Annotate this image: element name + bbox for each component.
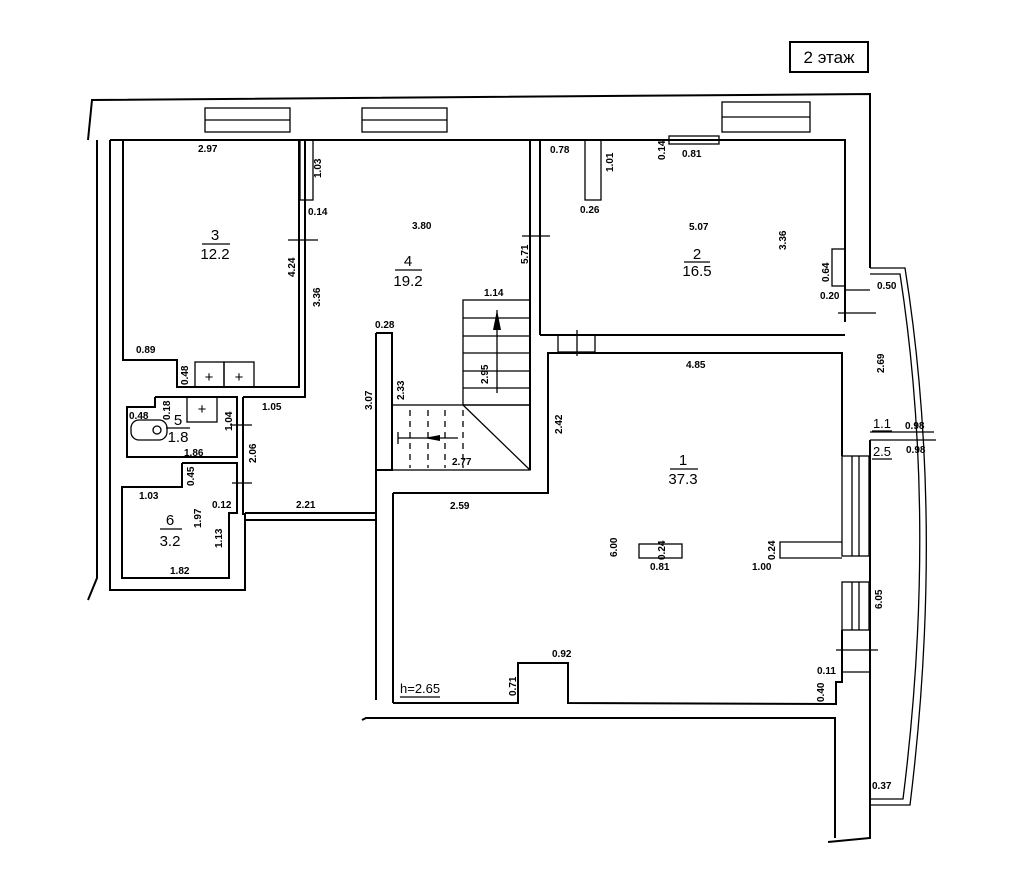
dimension-label: 2.77 — [452, 457, 472, 468]
dimension-label: 6 — [166, 512, 174, 529]
dimension-label: 1.05 — [262, 402, 282, 413]
dimension-label: 2.5 — [873, 444, 891, 459]
dimension-label: 0.78 — [550, 145, 570, 156]
dimension-label: 0.48 — [180, 365, 191, 385]
dimension-label: 1.13 — [214, 528, 225, 548]
dimension-label: + — [235, 369, 244, 386]
ceiling-height: h=2.65 — [400, 681, 440, 696]
sink-fixture — [223, 361, 255, 388]
dimension-label: 3.36 — [312, 287, 323, 307]
dimension-label: 4 — [404, 253, 412, 270]
dimension-label: 0.50 — [877, 281, 897, 292]
dimension-label: 37.3 — [668, 471, 697, 488]
dimension-label: 1.8 — [168, 429, 189, 446]
dimension-label: 0.48 — [129, 411, 149, 422]
room-4: 4 19.2 — [245, 140, 550, 703]
dimension-label: 2.97 — [198, 144, 218, 155]
dimension-label: 0.64 — [821, 262, 832, 282]
dimension-label: + — [198, 401, 207, 418]
dimension-label: 0.28 — [375, 320, 395, 331]
dimension-label: 2.42 — [554, 414, 565, 434]
floor-title: 2 этаж — [789, 41, 869, 73]
dimension-label: 1.03 — [313, 158, 324, 178]
dimension-label: 2.33 — [396, 380, 407, 400]
dimension-label: 0.26 — [580, 205, 600, 216]
dimension-label: 3.80 — [412, 221, 432, 232]
dimension-label: 0.81 — [650, 562, 670, 573]
balcony: 1.1 2.5 — [870, 267, 936, 806]
dimension-label: 0.45 — [186, 466, 197, 486]
dimension-label: 6.05 — [874, 589, 885, 609]
room-5: + 5 1.8 — [126, 396, 252, 458]
room-1: 1 37.3 h=2.65 — [393, 330, 878, 706]
dimension-label: 2 — [693, 246, 701, 263]
dimension-label: 0.98 — [906, 445, 926, 456]
dimension-label: 16.5 — [682, 263, 711, 280]
dimension-label: 1.86 — [184, 448, 204, 459]
dimension-label: 0.24 — [657, 540, 668, 560]
room-3: + + 3 12.2 — [122, 139, 318, 398]
dimension-label: 0.40 — [816, 682, 827, 702]
dimension-label: 3 — [211, 227, 219, 244]
dimension-label: 12.2 — [200, 246, 229, 263]
dimension-label: 2.21 — [296, 500, 316, 511]
dimension-label: 0.37 — [872, 781, 892, 792]
dimension-label: 0.18 — [162, 400, 173, 420]
room-6: 6 3.2 — [121, 397, 252, 579]
dimension-label: 2.69 — [876, 353, 887, 373]
dimension-label: 5.07 — [689, 222, 709, 233]
dimension-label: 1.00 — [752, 562, 772, 573]
dimension-label: 2.59 — [450, 501, 470, 512]
dimension-label: 4.24 — [287, 257, 298, 277]
dimension-label: 19.2 — [393, 273, 422, 290]
dimension-label: 1 — [679, 452, 687, 469]
dimension-label: 1.04 — [224, 411, 235, 431]
dimension-labels: 2.97 1.03 0.14 3.80 5.71 0.78 1.01 0.14 … — [129, 140, 926, 792]
dimension-label: 4.85 — [686, 360, 706, 371]
dimension-label: 0.81 — [682, 149, 702, 160]
dimension-label: 1.82 — [170, 566, 190, 577]
dimension-label: 1.03 — [139, 491, 159, 502]
dimension-label: 1.01 — [605, 152, 616, 172]
dimension-label: 2.95 — [480, 364, 491, 384]
dimension-label: 0.71 — [508, 676, 519, 696]
dimension-label: 0.11 — [817, 666, 836, 677]
dimension-label: 6.00 — [609, 537, 620, 557]
dimension-label: 3.07 — [364, 390, 375, 410]
dimension-label: 3.2 — [160, 533, 181, 550]
dimension-label: 0.92 — [552, 649, 572, 660]
dimension-label: 0.14 — [657, 140, 668, 160]
dimension-label: + — [205, 369, 214, 386]
exterior-walls — [87, 92, 871, 843]
dimension-label: 0.12 — [212, 500, 232, 511]
dimension-label: 0.20 — [820, 291, 840, 302]
dimension-label: 0.89 — [136, 345, 156, 356]
staircase — [391, 299, 531, 471]
dimension-label: 5 — [174, 412, 182, 429]
dimension-label: 2.06 — [248, 443, 259, 463]
room-2: 2 16.5 — [540, 135, 876, 336]
dimension-label: 1.1 — [873, 416, 891, 431]
dimension-label: 1.97 — [193, 508, 204, 528]
dimension-label: 1.14 — [484, 288, 504, 299]
dimension-label: 0.98 — [905, 421, 925, 432]
dimension-label: 2 этаж — [804, 48, 856, 67]
dimension-label: 0.14 — [308, 207, 328, 218]
dimension-label: 0.24 — [767, 540, 778, 560]
toilet-icon — [130, 419, 168, 441]
dimension-label: 3.36 — [778, 230, 789, 250]
dimension-label: 5.71 — [520, 244, 531, 264]
